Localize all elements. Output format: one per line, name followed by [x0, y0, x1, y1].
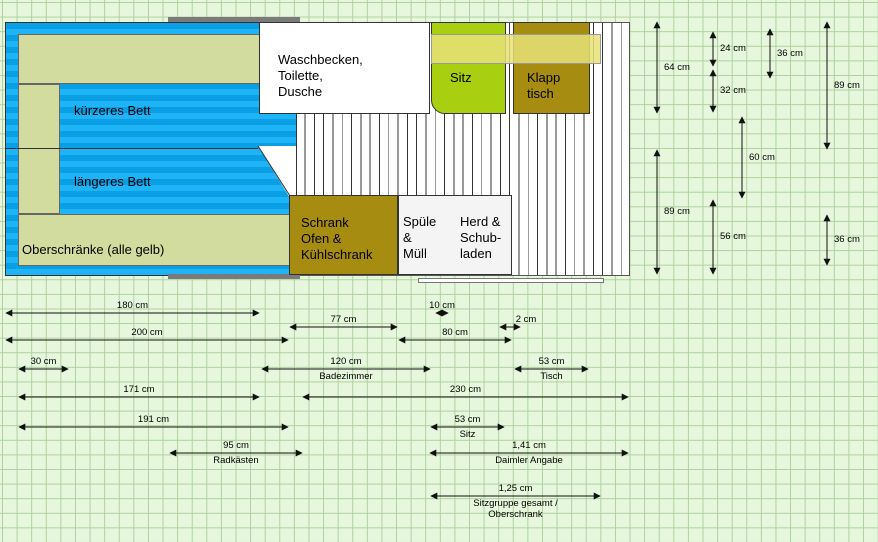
bathroom-label: Waschbecken, Toilette, Dusche [278, 52, 363, 99]
dimension-value: 80 cm [442, 327, 468, 338]
bed-separator [5, 148, 258, 149]
dimension-value: 53 cm [454, 414, 481, 425]
bathroom [259, 22, 430, 114]
overhead-bottom [18, 214, 290, 266]
table-label: Klapp tisch [527, 70, 561, 101]
dimension-caption: Badezimmer [319, 371, 373, 382]
overhead-label: Oberschränke (alle gelb) [22, 242, 165, 257]
wheel-arch-top [168, 17, 300, 22]
dimension-caption: Daimler Angabe [495, 455, 563, 466]
sink-stove [398, 195, 512, 275]
dimension-value: 95 cm [223, 440, 249, 451]
dimension-value: 89 cm [834, 79, 860, 91]
sink-label: Spüle & Müll [403, 214, 437, 261]
dimension-caption: Tisch [540, 371, 563, 382]
dimension-caption: Radkästen [213, 455, 259, 466]
dimension-value: 56 cm [720, 231, 746, 242]
dimension-value: 36 cm [777, 47, 803, 59]
dimension-caption: Sitz [459, 429, 476, 440]
stove-label: Herd & Schub- laden [460, 214, 502, 261]
wheel-arch-bottom [168, 274, 300, 279]
overhead-left [18, 84, 60, 214]
dimension-value: 1,41 cm [512, 440, 546, 451]
dimension-value: 120 cm [330, 356, 362, 367]
dimension-value: 77 cm [330, 314, 357, 325]
dimension-value: 89 cm [664, 206, 690, 217]
dimension-value: 171 cm [123, 384, 155, 395]
dimension-value: 24 cm [720, 43, 746, 54]
long-bed-label: längeres Bett [74, 174, 151, 189]
dimension-value: 30 cm [30, 356, 57, 367]
overhead-top [18, 34, 260, 84]
dimension-value: 2 cm [515, 314, 537, 325]
cabinet-label: Schrank Ofen & Kühlschrank [301, 215, 373, 262]
dimension-value: 10 cm [429, 300, 455, 311]
dimension-value: 230 cm [449, 384, 482, 395]
seat-label: Sitz [450, 70, 472, 85]
dimension-caption: Sitzgruppe gesamt / Oberschrank [473, 498, 558, 520]
bed-diagonal-cut [257, 146, 296, 198]
dimension-value: 180 cm [116, 300, 149, 311]
door-rail [418, 278, 604, 283]
cabinet-oven-fridge [289, 195, 398, 275]
short-bed-label: kürzeres Bett [74, 103, 151, 118]
dimension-value: 200 cm [131, 327, 163, 338]
dimension-value: 36 cm [834, 234, 860, 245]
dimension-value: 53 cm [538, 356, 565, 367]
dimension-value: 32 cm [720, 85, 746, 96]
dimension-value: 64 cm [664, 61, 690, 73]
dimension-value: 60 cm [749, 151, 775, 163]
dimension-value: 1,25 cm [498, 483, 533, 494]
dimension-value: 191 cm [137, 414, 170, 425]
overhead-seat-group [431, 34, 601, 64]
